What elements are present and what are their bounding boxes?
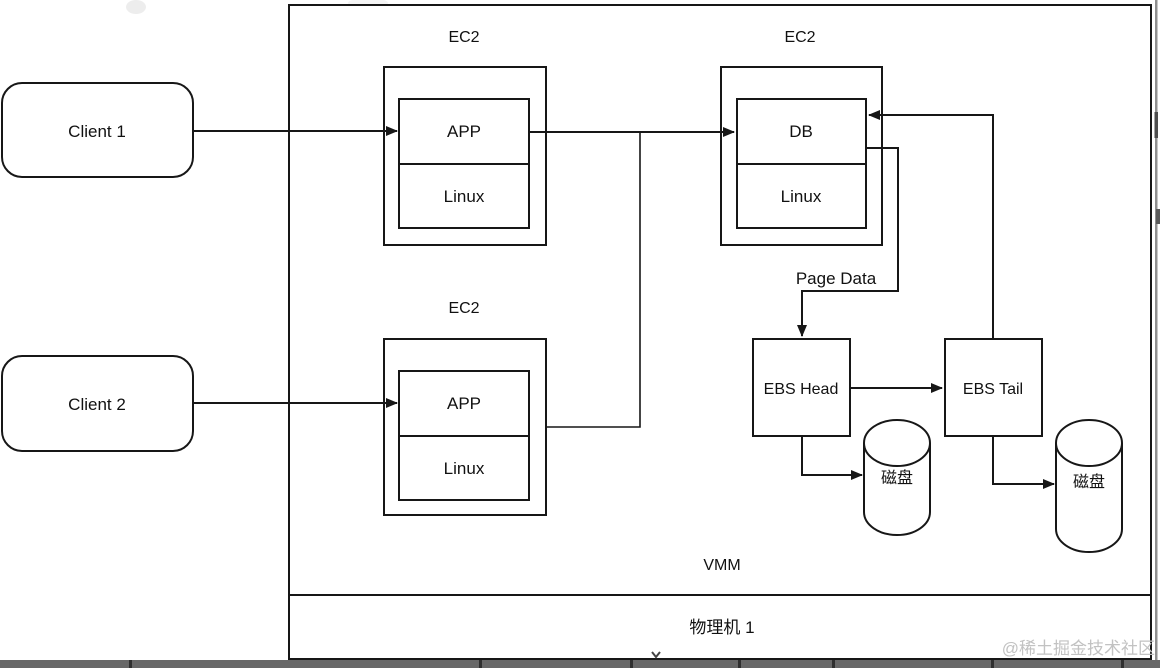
edge-ec2-2-to-bus [546,132,641,428]
client-2-label: Client 2 [68,395,126,414]
bottom-chevron-mark [651,651,661,659]
disk-2-node: 磁盘 [1055,419,1123,553]
client-2-node: Client 2 [1,355,194,452]
client-1-node: Client 1 [1,82,194,178]
ebs-tail-box [944,338,1043,437]
disk-1-body [863,443,931,536]
ebs-head-node: EBS Head [752,338,851,437]
vmm-label: VMM [703,557,740,574]
edge-db-pagedata-to-ebshead [797,147,899,337]
ec2-3-linux-label: Linux [781,187,822,206]
ec2-3-node: EC2 DB Linux [720,29,883,246]
ec2-1-app-label: APP [447,122,481,141]
right-edge-strip [1154,0,1160,668]
bottom-bar-separator [738,660,741,668]
edge-ebstail-to-disk2 [992,436,1055,489]
ebs-head-label: EBS Head [764,381,839,398]
edge-ebstail-to-db [868,110,994,339]
bottom-bar-separator [832,660,835,668]
ec2-2-node: EC2 APP Linux [383,300,547,516]
bottom-bar [0,660,1160,668]
edge-ebshead-to-disk1 [801,436,863,480]
bottom-bar-separator [129,660,132,668]
disk-1-top [863,419,931,467]
right-edge-line [1155,0,1158,668]
watermark-text: @稀土掘金技术社区 [1002,639,1155,658]
bottom-bar-separator [991,660,994,668]
disk-2-body [1055,443,1123,553]
ec2-2-title: EC2 [448,300,479,317]
ec2-3-title: EC2 [784,29,815,46]
ebs-tail-node: EBS Tail [944,338,1043,437]
scan-smudge [126,0,146,14]
page-data-edge-label: Page Data [796,269,877,288]
disk-2-top [1055,419,1123,467]
right-edge-mark [1154,112,1158,138]
ebs-head-box [752,338,851,437]
bottom-bar-separator [1121,660,1124,668]
disk-2-label: 磁盘 [1073,472,1105,491]
physical-host-label: 物理机 1 [689,618,754,637]
ebs-tail-label: EBS Tail [963,381,1023,398]
ec2-1-linux-label: Linux [444,187,485,206]
client-1-label: Client 1 [68,122,126,141]
disk-1-label: 磁盘 [881,468,913,487]
ec2-1-title: EC2 [448,29,479,46]
bottom-bar-separators [129,660,1124,668]
bottom-bar-separator [479,660,482,668]
disk-1-node: 磁盘 [863,419,931,536]
ec2-3-db-label: DB [789,122,813,141]
bottom-edge-bar [0,651,1160,668]
ec2-1-node: EC2 APP Linux [383,29,547,246]
right-edge-mark [1156,209,1160,224]
ec2-2-linux-label: Linux [444,459,485,478]
ec2-2-app-label: APP [447,394,481,413]
bottom-bar-separator [630,660,633,668]
